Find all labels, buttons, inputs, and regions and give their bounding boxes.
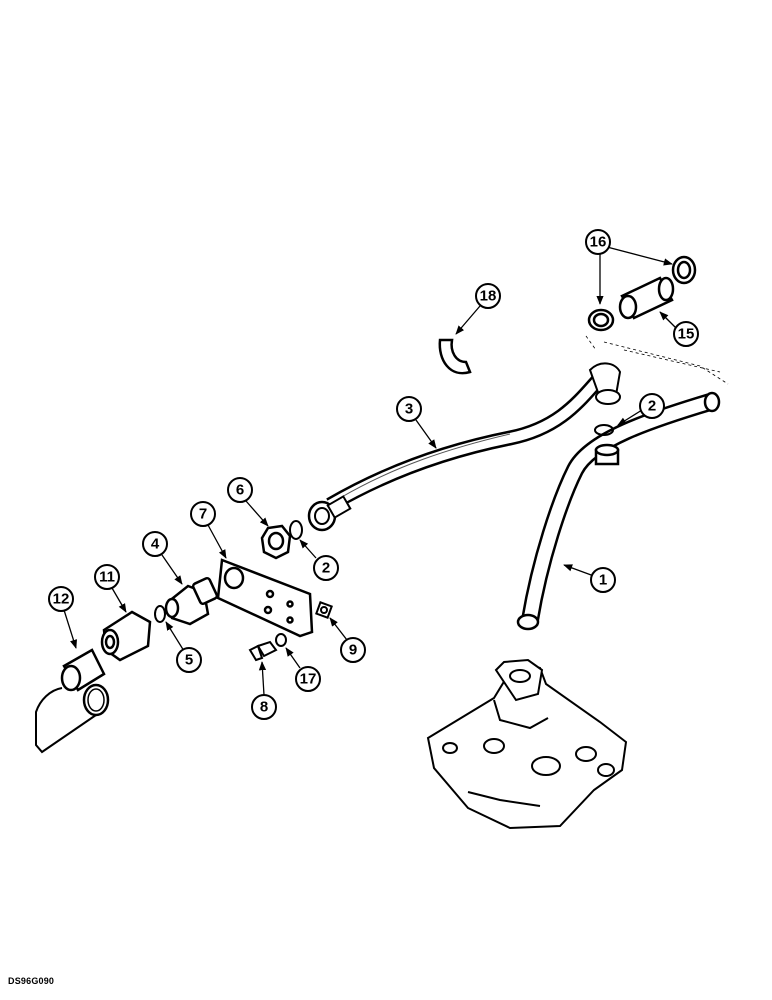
clip-part-18 [438, 338, 472, 375]
hose-sleeve-part-15 [618, 276, 675, 320]
callout-17-label: 17 [300, 671, 317, 688]
callouts: 1 2 2 3 4 5 6 7 8 9 11 12 [48, 229, 699, 720]
nut-part-9 [315, 601, 333, 619]
drawing-id-label: DS96G090 [8, 976, 55, 986]
nut-part-6 [260, 524, 292, 560]
callout-18-label: 18 [480, 288, 497, 305]
callout-1-label: 1 [599, 572, 607, 589]
callout-11-label: 11 [99, 569, 115, 586]
callout-9-label: 9 [349, 642, 357, 659]
o-ring-part-2-upper [594, 424, 614, 436]
callout-9 [340, 637, 366, 663]
washer-part-17 [275, 633, 287, 647]
callout-6-label: 6 [236, 482, 244, 499]
callout-5-label: 5 [185, 652, 193, 669]
callout-6 [227, 477, 253, 503]
adapter-fitting-part-4 [164, 576, 219, 626]
callout-3 [396, 396, 422, 422]
callout-12-label: 12 [53, 591, 70, 608]
callout-8 [251, 694, 277, 720]
pump-housing [426, 658, 628, 830]
callout-15 [673, 321, 699, 347]
callout-1 [590, 567, 616, 593]
callout-8-label: 8 [260, 699, 268, 716]
bracket-plate-part-7 [216, 558, 314, 638]
callout-12 [48, 586, 74, 612]
callout-16-label: 16 [590, 234, 607, 251]
callout-2-lower-label: 2 [322, 560, 330, 577]
dust-cap-part-12 [35, 648, 110, 754]
callout-17 [295, 666, 321, 692]
hose-clamp-part-16-right [671, 255, 697, 285]
callout-2-lower [313, 555, 339, 581]
callout-3-label: 3 [405, 401, 413, 418]
bolt-part-8 [248, 640, 278, 662]
coupler-part-11 [100, 610, 152, 662]
callout-2-upper-label: 2 [648, 398, 656, 415]
callout-15-label: 15 [678, 326, 695, 343]
o-ring-part-2-lower [289, 520, 303, 540]
callout-7 [190, 501, 216, 527]
callout-5 [176, 647, 202, 673]
callout-11 [94, 564, 120, 590]
rigid-tube-part-1 [516, 391, 721, 631]
callout-18 [475, 283, 501, 309]
assembly-guide-lines [585, 335, 729, 385]
hose-clamp-part-16-left [587, 308, 615, 332]
o-ring-part-5 [154, 605, 166, 623]
callout-2-upper [639, 393, 665, 419]
callout-16 [585, 229, 611, 255]
callout-7-label: 7 [199, 506, 207, 523]
callout-4 [142, 531, 168, 557]
callout-4-label: 4 [151, 536, 160, 553]
hose-assembly-part-3 [307, 362, 622, 532]
